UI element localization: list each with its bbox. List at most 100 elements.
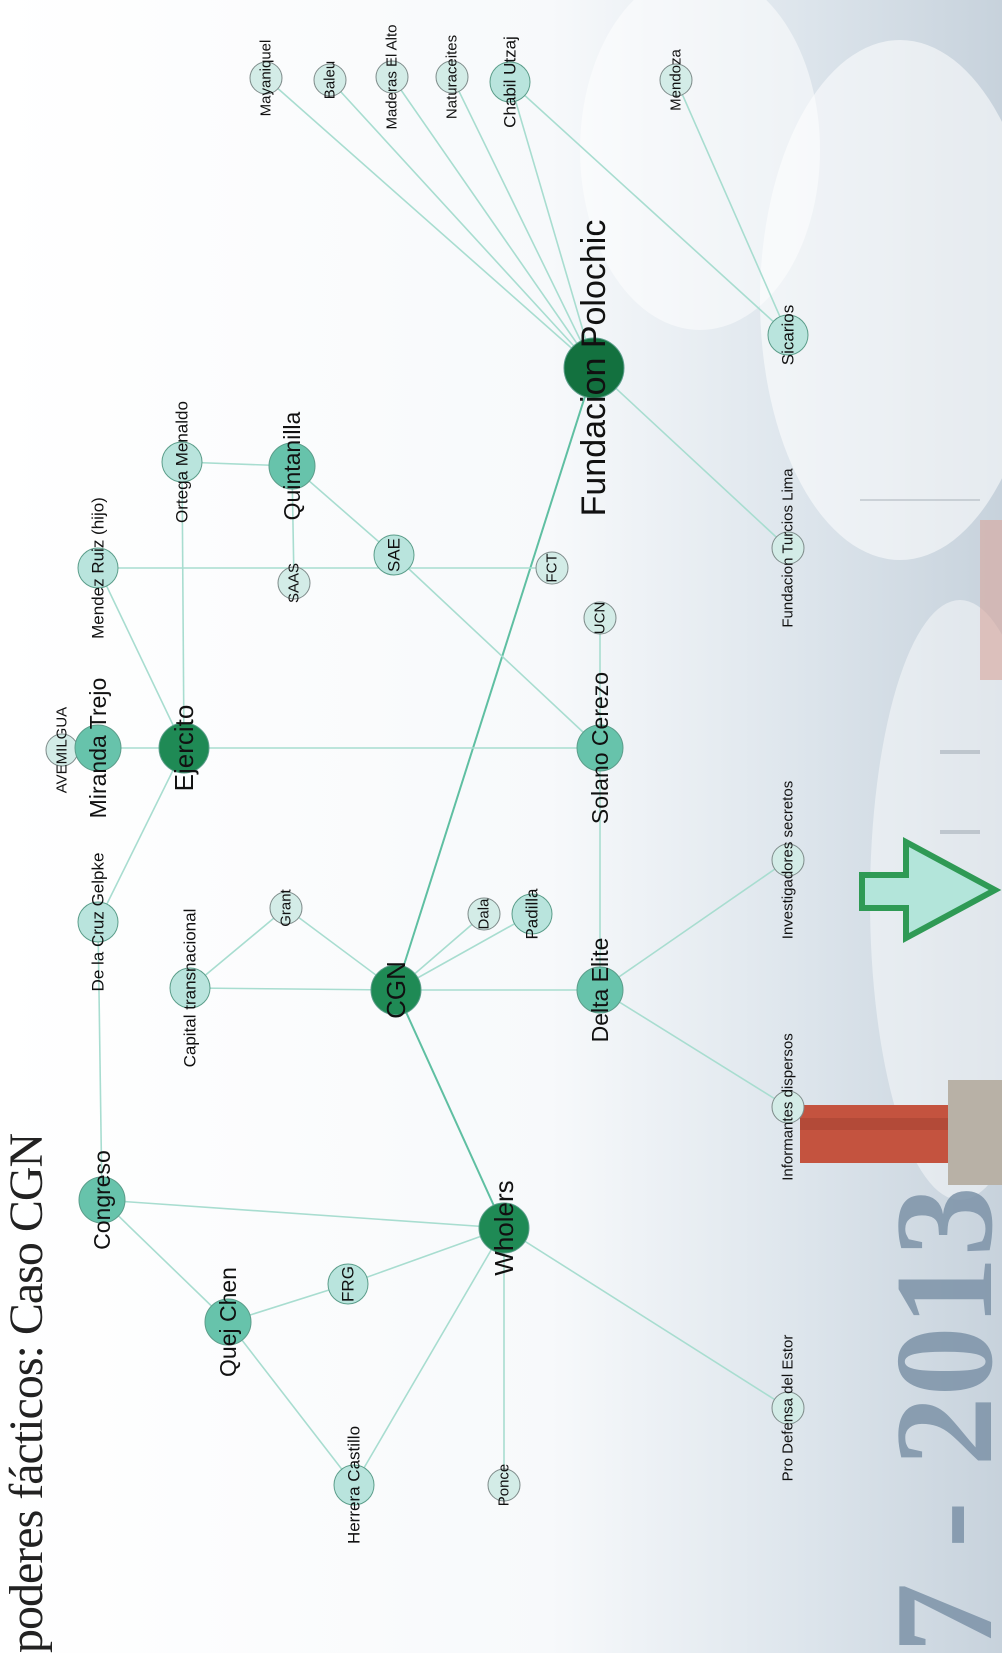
- node-fundacion[interactable]: [563, 337, 625, 399]
- node-mendezruiz[interactable]: [77, 547, 119, 589]
- node-wholers[interactable]: [478, 1202, 530, 1254]
- edge-fundacion-baleu: [329, 79, 595, 369]
- node-quejchen[interactable]: [204, 1298, 252, 1346]
- node-label-sicarios: Sicarios: [779, 305, 798, 365]
- node-label-mayaniquel: Mayaniquel: [258, 40, 275, 117]
- graph-edges: [61, 76, 789, 1486]
- node-label-capital: Capital transnacional: [181, 909, 200, 1068]
- node-label-ponce: Ponce: [496, 1464, 513, 1507]
- node-saas[interactable]: [277, 566, 311, 600]
- node-mendoza[interactable]: [659, 63, 693, 97]
- node-label-herrera: Herrera Castillo: [345, 1426, 364, 1544]
- edge-fundacion-naturaceites: [451, 76, 595, 369]
- node-turcios[interactable]: [771, 531, 805, 565]
- node-label-fct: FCT: [544, 553, 561, 582]
- edge-mendoza-sicarios: [675, 79, 789, 336]
- node-padilla[interactable]: [511, 893, 553, 935]
- node-label-frg: FRG: [339, 1266, 358, 1302]
- node-label-dala: Dala: [476, 898, 493, 930]
- edge-delacruz-congreso: [97, 921, 103, 1201]
- node-delacruz[interactable]: [77, 901, 119, 943]
- node-frg[interactable]: [327, 1263, 369, 1305]
- edge-fundacion-mayaniquel: [265, 77, 595, 369]
- edge-ortega-ejercito: [181, 461, 185, 749]
- edge-ejercito-delacruz: [97, 747, 185, 923]
- edge-fundacion-chabil: [509, 81, 595, 369]
- node-label-prodefensa: Pro Defensa del Estor: [780, 1335, 797, 1482]
- edge-capital-cgn: [189, 987, 397, 991]
- node-label-padilla: Padilla: [523, 888, 542, 940]
- node-congreso[interactable]: [78, 1176, 126, 1224]
- node-quintanilla[interactable]: [268, 442, 316, 490]
- node-ejercito[interactable]: [158, 722, 210, 774]
- edge-fundacion-turcios: [593, 367, 789, 549]
- smokestack-illustration: [800, 1080, 1002, 1185]
- edge-congreso-quejchen: [101, 1199, 229, 1323]
- edge-mendezruiz-ejercito: [97, 567, 185, 749]
- node-prodefensa[interactable]: [771, 1391, 805, 1425]
- edge-fundacion-cgn: [395, 367, 595, 991]
- node-baleu[interactable]: [313, 63, 347, 97]
- node-label-mendezruiz: Mendez Ruiz (hijo): [89, 497, 108, 639]
- node-label-quintanilla: Quintanilla: [279, 411, 305, 520]
- edge-capital-grant: [189, 907, 287, 989]
- node-label-baleu: Baleu: [322, 61, 339, 99]
- node-label-miranda: Miranda Trejo: [85, 678, 111, 819]
- arrow-icon: [859, 836, 1002, 944]
- node-solano[interactable]: [576, 724, 624, 772]
- node-label-fundacion: Fundacion Polochic: [575, 220, 613, 517]
- node-capital[interactable]: [169, 967, 211, 1009]
- node-label-ucn: UCN: [592, 602, 609, 635]
- edge-herrera-wholers: [353, 1227, 505, 1486]
- node-label-naturaceites: Naturaceites: [444, 35, 461, 119]
- node-ucn[interactable]: [583, 601, 617, 635]
- node-informantes[interactable]: [771, 1090, 805, 1124]
- node-label-solano: Solano Cerezo: [587, 672, 613, 824]
- page-title: poderes fácticos: Caso CGN: [0, 1133, 53, 1653]
- node-grant[interactable]: [269, 891, 303, 925]
- node-label-saas: SAAS: [286, 563, 303, 603]
- edge-chabil-sicarios: [509, 81, 789, 336]
- node-label-ortega: Ortega Menaldo: [173, 401, 192, 523]
- node-herrera[interactable]: [333, 1464, 375, 1506]
- edge-congreso-wholers: [101, 1199, 505, 1229]
- node-ponce[interactable]: [487, 1468, 521, 1502]
- node-label-grant: Grant: [278, 888, 295, 926]
- node-miranda[interactable]: [74, 724, 122, 772]
- node-mayaniquel[interactable]: [249, 61, 283, 95]
- node-label-chabil: Chabil Utzaj: [501, 36, 520, 128]
- graph-nodes: [45, 60, 809, 1506]
- node-chabil[interactable]: [489, 61, 531, 103]
- node-label-investigadores: Investigadores secretos: [780, 781, 797, 939]
- node-label-delacruz: De la Cruz Gelpke: [89, 853, 108, 992]
- node-label-ejercito: Ejercito: [169, 705, 199, 792]
- node-label-wholers: Wholers: [489, 1180, 519, 1275]
- edge-quejchen-herrera: [227, 1321, 355, 1486]
- node-sicarios[interactable]: [767, 314, 809, 356]
- node-investigadores[interactable]: [771, 843, 805, 877]
- node-maderas[interactable]: [375, 60, 409, 94]
- node-label-sae: SAE: [385, 538, 404, 572]
- node-label-quejchen: Quej Chen: [215, 1267, 241, 1377]
- edge-cgn-padilla: [395, 913, 533, 991]
- node-naturaceites[interactable]: [435, 60, 469, 94]
- node-cgn[interactable]: [370, 964, 422, 1016]
- node-fct[interactable]: [535, 551, 569, 585]
- edge-cgn-wholers: [395, 989, 505, 1229]
- node-label-delta: Delta Elite: [587, 938, 613, 1043]
- node-label-congreso: Congreso: [89, 1150, 115, 1250]
- node-sae[interactable]: [373, 534, 415, 576]
- node-label-turcios: Fundacion Turcios Lima: [780, 468, 797, 628]
- node-delta[interactable]: [576, 966, 624, 1014]
- edge-frg-wholers: [347, 1227, 505, 1285]
- edge-delta-investigadores: [599, 859, 789, 991]
- node-dala[interactable]: [467, 897, 501, 931]
- edge-sae-solano: [393, 554, 601, 749]
- edge-fundacion-maderas: [391, 76, 595, 369]
- node-label-cgn: CGN: [381, 961, 411, 1019]
- node-ortega[interactable]: [161, 441, 203, 483]
- node-label-mendoza: Mendoza: [668, 48, 685, 110]
